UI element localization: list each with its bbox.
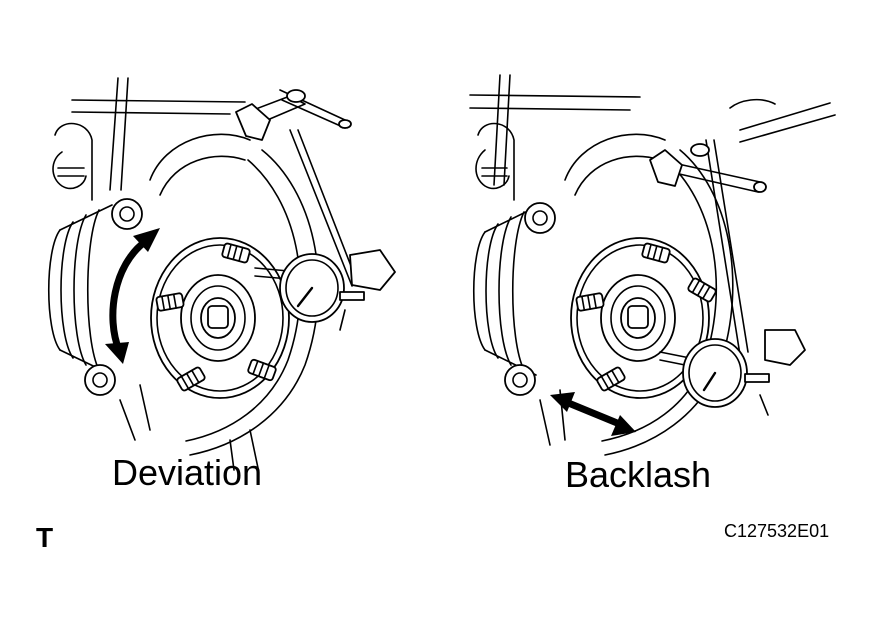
figure-code: C127532E01	[724, 521, 830, 541]
double-arrow-curved-icon	[105, 228, 160, 364]
deviation-label: Deviation	[112, 452, 263, 493]
dial-gauge	[649, 139, 806, 416]
left-hub-assembly	[47, 77, 396, 471]
backlash-label: Backlash	[565, 454, 712, 495]
corner-mark: T	[36, 522, 54, 553]
right-hub-assembly	[469, 74, 836, 456]
double-arrow-straight-icon	[550, 392, 636, 436]
dial-gauge	[235, 89, 396, 331]
